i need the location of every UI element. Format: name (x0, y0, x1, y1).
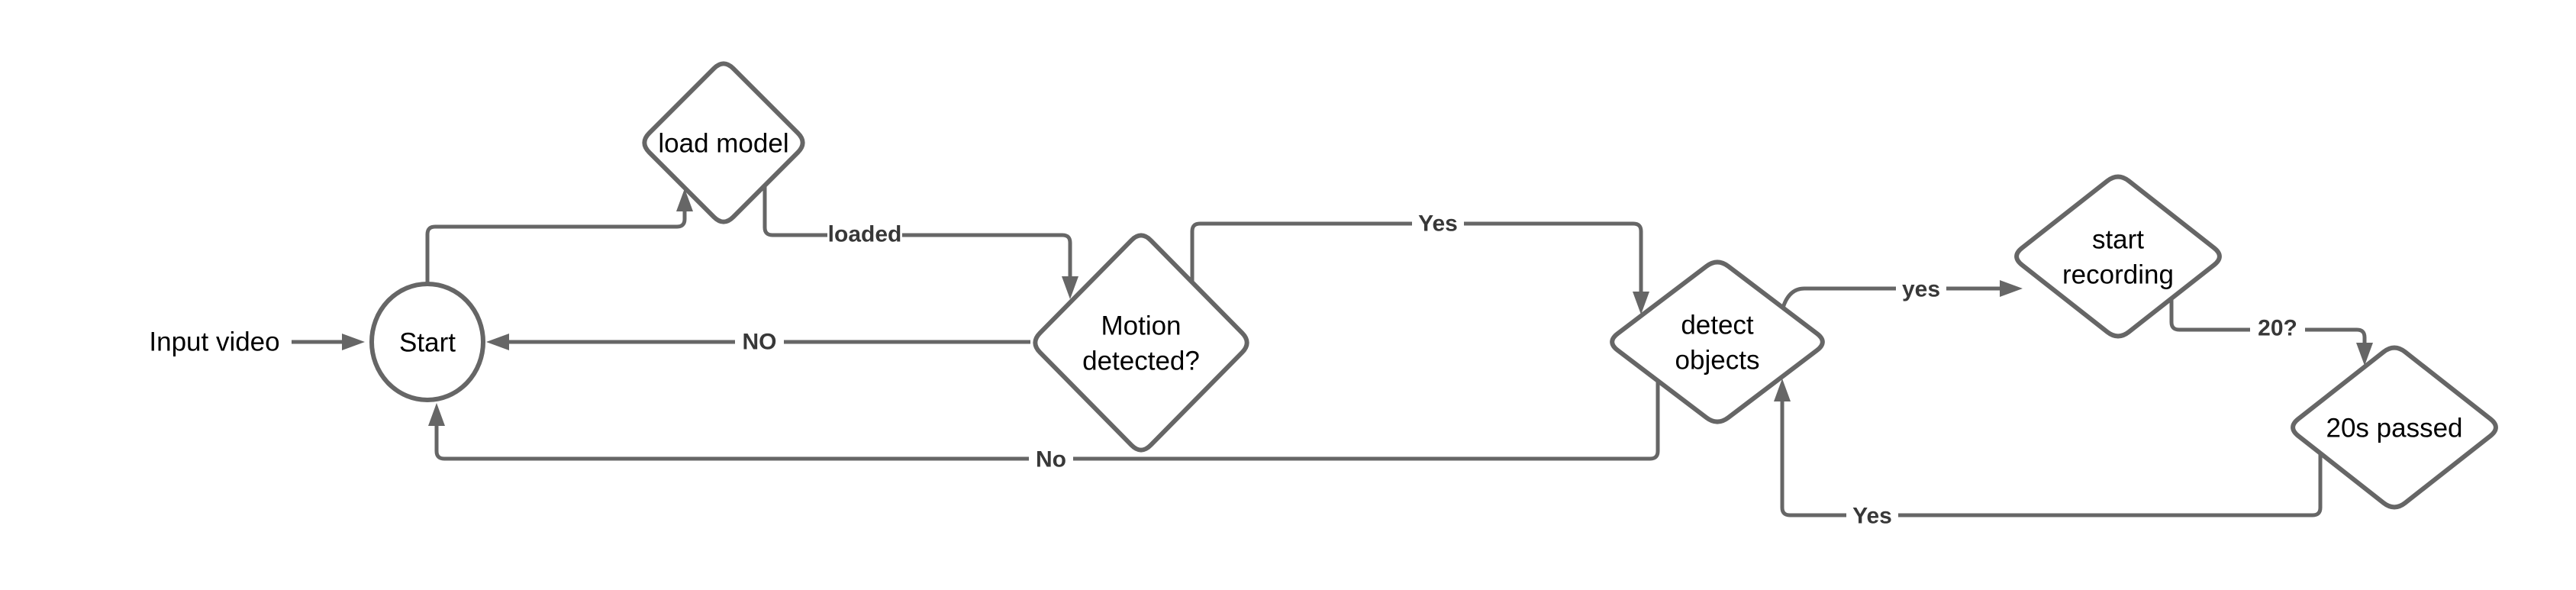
motion-detected-node (1033, 233, 1249, 453)
start-recording-node (2014, 174, 2222, 339)
start-node (369, 282, 485, 402)
motion-detected-node-label-line1: Motion (1101, 311, 1181, 341)
edge-label-20: 20? (2258, 316, 2297, 341)
edge-label-bg-20 (2250, 314, 2305, 340)
edge-detect-to-recording (1781, 280, 2023, 308)
motion-detected-node-label-line2: detected? (1082, 347, 1200, 376)
start-recording-node-label-line1: start (2092, 225, 2144, 255)
detect-objects-node-label-line2: objects (1675, 346, 1760, 376)
edge-label-bg-loaded (827, 221, 902, 247)
edge-label-bg-no-lower (1029, 446, 1073, 472)
edge-label-no-lower: No (1036, 447, 1066, 472)
edge-label-bg-yes-mid (1896, 276, 1946, 301)
edge-load-model-to-motion (762, 185, 1078, 299)
edge-label-bg-yes-bottom (1846, 502, 1898, 528)
edge-label-yes-bottom: Yes (1852, 504, 1892, 529)
edge-20s-to-detect (1774, 379, 2323, 517)
edge-start-to-load-model (425, 189, 693, 284)
edge-label-yes-top: Yes (1418, 211, 1458, 237)
input-video-label: Input video (149, 327, 279, 357)
load-model-node (642, 61, 805, 224)
edge-label-bg-no-upper (735, 328, 784, 354)
detect-objects-node-label-line1: detect (1681, 311, 1754, 340)
edge-label-loaded: loaded (828, 222, 902, 247)
start-recording-node-label-line2: recording (2062, 260, 2174, 290)
edge-label-no-upper: NO (743, 330, 777, 355)
20s-passed-node (2291, 345, 2498, 510)
detect-objects-node (1610, 260, 1825, 424)
edge-label-yes-mid: yes (1902, 277, 1940, 302)
edge-label-bg-yes-top (1412, 210, 1464, 236)
load-model-node-label: load model (658, 129, 788, 159)
start-node-label: Start (399, 328, 456, 358)
20s-passed-node-label: 20s passed (2326, 414, 2462, 443)
